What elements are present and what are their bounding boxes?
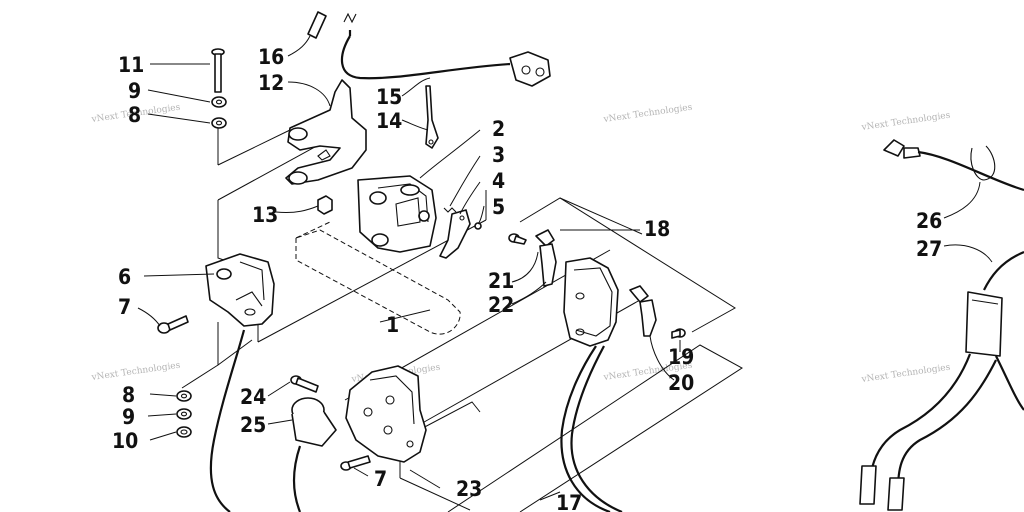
bracket-part-12 xyxy=(285,79,367,185)
callout-22: 22 xyxy=(488,293,514,317)
callout-labels: 11 9 8 16 12 15 14 2 3 4 5 13 6 7 1 18 2… xyxy=(112,45,942,512)
callout-23: 23 xyxy=(456,477,482,501)
screw-part-19 xyxy=(671,328,686,339)
cable-part-26 xyxy=(883,139,1024,192)
callout-4: 4 xyxy=(492,169,505,193)
washer-part-9 xyxy=(211,96,227,108)
callout-14: 14 xyxy=(376,109,402,133)
housing-dashed-part-1 xyxy=(295,221,461,335)
callout-16: 16 xyxy=(258,45,284,69)
screw-part-24 xyxy=(290,375,319,393)
harness-part-27 xyxy=(859,250,1024,511)
screw-part-7-lower xyxy=(340,455,371,471)
callout-8: 8 xyxy=(128,103,141,127)
callout-1: 1 xyxy=(386,313,399,337)
callout-11: 11 xyxy=(118,53,144,77)
washer-part-9-lower xyxy=(176,408,192,420)
screw-part-5 xyxy=(474,222,482,230)
leader-lines xyxy=(137,35,993,501)
block-part-13 xyxy=(317,195,333,215)
callout-26: 26 xyxy=(916,209,942,233)
callout-7-lower: 7 xyxy=(374,467,387,491)
callout-17: 17 xyxy=(556,491,582,512)
bolt-part-11 xyxy=(211,48,225,93)
watermark: vNext Technologies xyxy=(860,111,951,134)
callout-25: 25 xyxy=(240,413,266,437)
switch-body-part-2 xyxy=(357,175,437,253)
watermark: vNext Technologies xyxy=(90,361,181,384)
wire-harness-part-15 xyxy=(340,12,551,87)
callout-6: 6 xyxy=(118,265,131,289)
screw-part-7 xyxy=(157,315,189,334)
callout-2: 2 xyxy=(492,117,505,141)
lever-part-21 xyxy=(535,229,557,287)
housing-wire xyxy=(209,329,246,512)
callout-12: 12 xyxy=(258,71,284,95)
callout-24: 24 xyxy=(240,385,266,409)
callout-21: 21 xyxy=(488,269,514,293)
callout-8-lower: 8 xyxy=(122,383,135,407)
washer-part-8-lower xyxy=(176,390,192,402)
callout-9-lower: 9 xyxy=(122,405,135,429)
callout-20: 20 xyxy=(668,371,694,395)
watermark: vNext Technologies xyxy=(602,103,693,126)
callout-7: 7 xyxy=(118,295,131,319)
callout-18: 18 xyxy=(644,217,670,241)
housing-part-6 xyxy=(205,253,275,327)
spring-part-3 xyxy=(443,207,457,213)
knob-part-25 xyxy=(291,397,337,512)
callout-27: 27 xyxy=(916,237,942,261)
terminal-part-14 xyxy=(425,85,439,149)
watermark: vNext Technologies xyxy=(860,363,951,386)
callout-15: 15 xyxy=(376,85,402,109)
screw-part-22 xyxy=(508,233,527,245)
clip-part-16 xyxy=(307,11,327,39)
callout-19: 19 xyxy=(668,345,694,369)
lever-part-20 xyxy=(629,285,657,337)
housing-part-23 xyxy=(345,365,427,463)
callout-10: 10 xyxy=(112,429,138,453)
callout-9: 9 xyxy=(128,79,141,103)
nut-part-10 xyxy=(176,426,192,438)
switch-housing-part-18 xyxy=(563,257,619,347)
callout-13: 13 xyxy=(252,203,278,227)
plate-part-4 xyxy=(439,209,471,259)
callout-3: 3 xyxy=(492,143,505,167)
cable-part-17 xyxy=(560,345,623,512)
washer-part-8 xyxy=(211,117,227,129)
callout-5: 5 xyxy=(492,195,505,219)
